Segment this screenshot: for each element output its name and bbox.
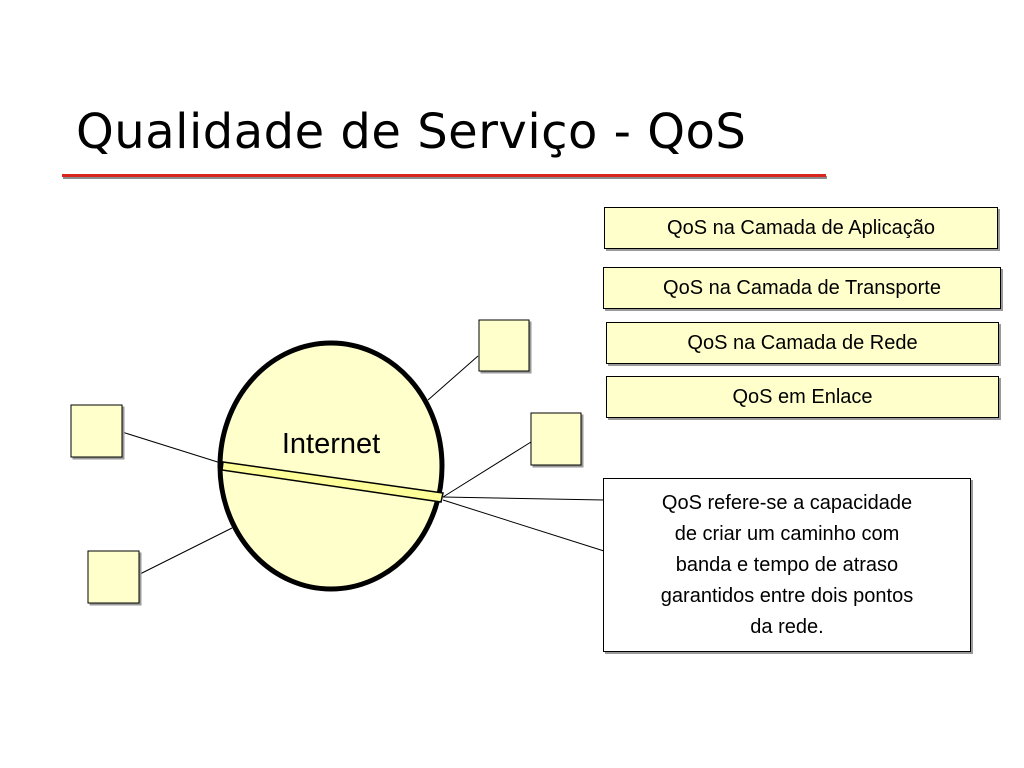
host-left-top [70, 404, 123, 458]
callout-line-upper [442, 496, 605, 501]
host-left-bottom [87, 550, 140, 604]
connector-top-right [427, 355, 479, 401]
connector-mid-right [442, 441, 532, 498]
callout-line-lower [442, 499, 605, 552]
qos-path-band [221, 461, 444, 503]
host-mid-right [530, 412, 582, 466]
internet-cloud [217, 340, 445, 592]
layer-box-link: QoS em Enlace [606, 376, 999, 418]
layer-box-network: QoS na Camada de Rede [606, 322, 999, 364]
description-line: banda e tempo de atraso [675, 553, 899, 576]
layer-box-application: QoS na Camada de Aplicação [604, 207, 998, 249]
layer-box-transport: QoS na Camada de Transporte [603, 267, 1001, 309]
description-line: garantidos entre dois pontos [660, 584, 914, 607]
title-underline [62, 174, 826, 177]
description-line: de criar um caminho com [674, 522, 900, 545]
connector-left-bottom [139, 527, 233, 575]
internet-label: Internet [281, 428, 381, 460]
slide-title: Qualidade de Serviço - QoS [76, 104, 747, 160]
connector-left-top [121, 431, 225, 465]
description-line: QoS refere-se a capacidade [661, 491, 913, 514]
host-top-right [478, 319, 530, 372]
qos-description-box: QoS refere-se a capacidade de criar um c… [603, 478, 971, 652]
description-line: da rede. [750, 615, 824, 638]
